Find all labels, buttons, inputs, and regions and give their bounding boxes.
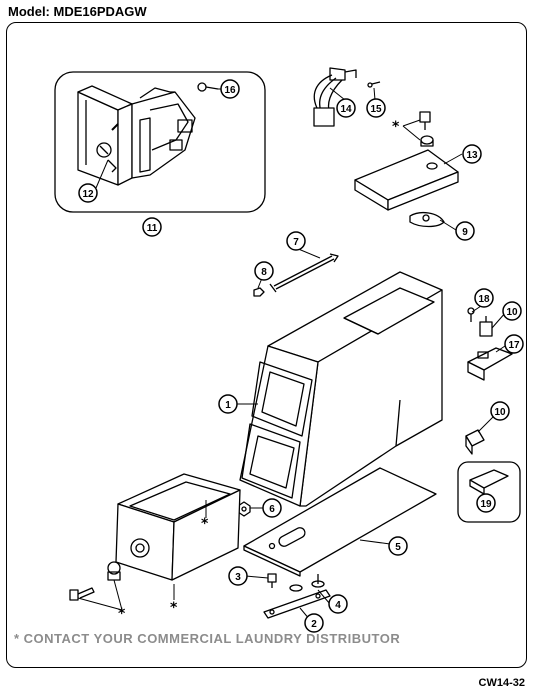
callout-9: 9 — [455, 221, 475, 241]
callouts: 16 12 11 14 15 13 9 7 8 18 10 17 1 10 19… — [78, 79, 524, 633]
asterisk-markers: * * * * — [118, 119, 400, 622]
callout-19: 19 — [476, 493, 496, 513]
callout-17-label: 17 — [508, 340, 520, 351]
callout-13-label: 13 — [466, 150, 478, 161]
part-4-washers — [289, 574, 325, 592]
part-3-stud — [267, 573, 277, 588]
inset-box-19 — [457, 461, 521, 523]
callout-3-label: 3 — [235, 572, 241, 583]
part-15-screw — [367, 81, 381, 88]
inset-box-11 — [54, 71, 266, 213]
callout-12: 12 — [78, 183, 98, 203]
callout-3: 3 — [228, 566, 248, 586]
callout-8: 8 — [254, 261, 274, 281]
callout-11-label: 11 — [147, 223, 158, 234]
model-title: Model: MDE16PDAGW — [8, 4, 147, 19]
callout-7: 7 — [286, 231, 306, 251]
callout-1: 1 — [218, 394, 238, 414]
callout-5-label: 5 — [395, 542, 401, 553]
callout-14-label: 14 — [340, 104, 352, 115]
callout-10-upper-label: 10 — [506, 307, 518, 318]
asterisk-drawer-top: * — [201, 516, 209, 532]
callout-6-label: 6 — [269, 504, 275, 515]
part-18-screw — [467, 307, 475, 322]
callout-16: 16 — [220, 79, 240, 99]
callout-12-label: 12 — [82, 189, 94, 200]
part-10-switch-lower — [465, 429, 485, 455]
callout-16-label: 16 — [224, 85, 236, 96]
callout-17: 17 — [504, 334, 524, 354]
callout-8-label: 8 — [261, 267, 267, 278]
callout-2-label: 2 — [311, 619, 317, 630]
part-5-base-plate — [243, 467, 437, 577]
callout-13: 13 — [462, 144, 482, 164]
callout-10-lower: 10 — [490, 401, 510, 421]
lock-cylinder — [107, 561, 121, 581]
part-1-cabinet — [239, 271, 443, 507]
part-7-rod — [269, 253, 339, 293]
part-13-cover — [354, 149, 459, 211]
callout-18: 18 — [474, 288, 494, 308]
asterisk-lock-key: * — [118, 606, 126, 622]
callout-6: 6 — [262, 498, 282, 518]
callout-4: 4 — [328, 594, 348, 614]
callout-10-upper: 10 — [502, 301, 522, 321]
part-11-assembly — [77, 85, 196, 186]
callout-7-label: 7 — [293, 237, 299, 248]
part-16-screw — [197, 82, 219, 92]
part-14-harness — [313, 67, 357, 127]
asterisk-drawer: * — [170, 600, 178, 616]
callout-1-label: 1 — [225, 400, 231, 411]
part-8-nut — [253, 287, 265, 297]
callout-9-label: 9 — [462, 227, 468, 238]
coin-drawer — [115, 473, 241, 581]
document-id: CW14-32 — [478, 677, 525, 689]
callout-14: 14 — [336, 98, 356, 118]
callout-11: 11 — [142, 217, 162, 237]
callout-4-label: 4 — [335, 600, 341, 611]
diagram-frame — [6, 22, 527, 668]
callout-10-lower-label: 10 — [494, 407, 506, 418]
footnote: * CONTACT YOUR COMMERCIAL LAUNDRY DISTRI… — [14, 631, 401, 646]
part-9-clip — [409, 211, 445, 228]
callout-18-label: 18 — [478, 294, 490, 305]
callout-19-label: 19 — [480, 499, 492, 510]
bolt-and-nut — [419, 111, 434, 147]
callout-5: 5 — [388, 536, 408, 556]
callout-15: 15 — [366, 98, 386, 118]
part-10-switch-upper — [479, 316, 493, 337]
part-19-part — [469, 469, 509, 495]
part-2-bar — [263, 589, 331, 619]
part-17-bracket — [467, 347, 513, 381]
callout-2: 2 — [304, 613, 324, 633]
asterisk-bolt: * — [392, 119, 400, 135]
key — [69, 587, 95, 601]
callout-15-label: 15 — [370, 104, 382, 115]
